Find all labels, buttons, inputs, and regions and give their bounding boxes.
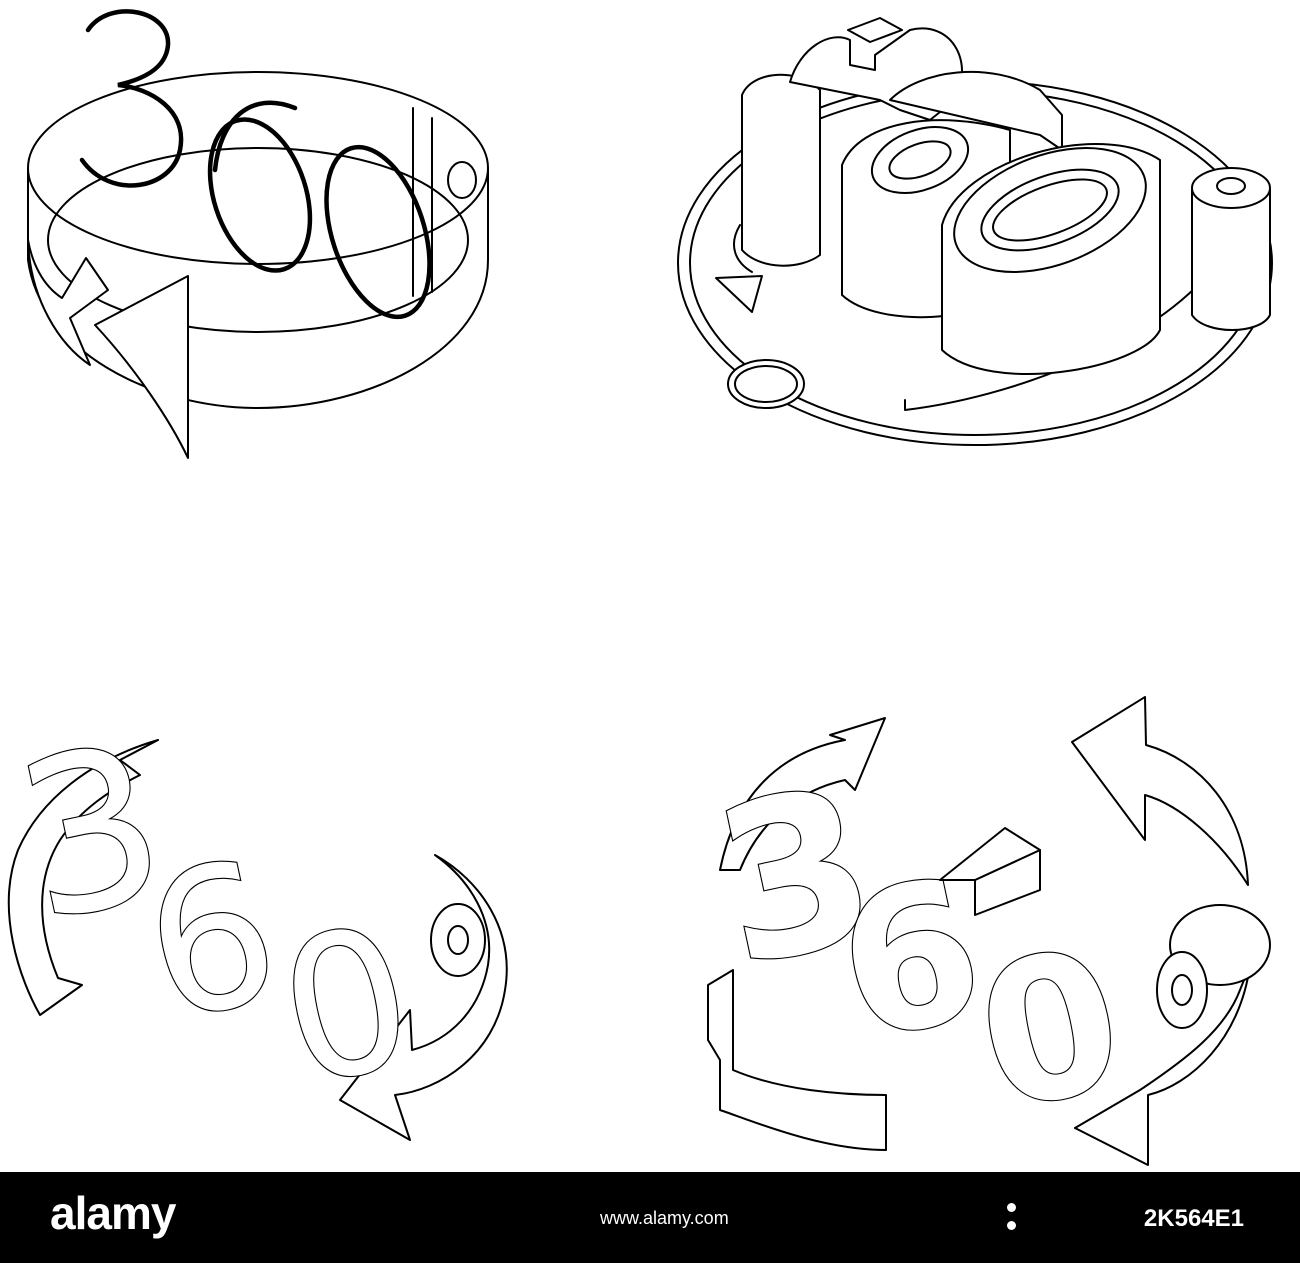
- rotation-360-block-arrows-icon: 3 6 0: [695, 696, 1271, 1166]
- rotation-360-ring-icon: [27, 9, 489, 459]
- site-url: www.alamy.com: [600, 1208, 729, 1228]
- stock-watermark-bar: alamy 2K564E1 www.alamy.com: [0, 1172, 1300, 1263]
- icon-set-illustration: 3 6 0 3 6 0: [0, 9, 1273, 1166]
- image-id: 2K564E1: [1143, 1205, 1244, 1232]
- brand-dots-icon: [1004, 1203, 1020, 1235]
- svg-text:3: 3: [0, 696, 184, 970]
- brand-logo: alamy: [50, 1187, 176, 1239]
- rotation-360-platform-icon: [677, 17, 1273, 446]
- svg-text:0: 0: [960, 905, 1140, 1155]
- rotation-360-arrows-icon: 3 6 0: [0, 695, 508, 1141]
- svg-text:0: 0: [262, 882, 431, 1130]
